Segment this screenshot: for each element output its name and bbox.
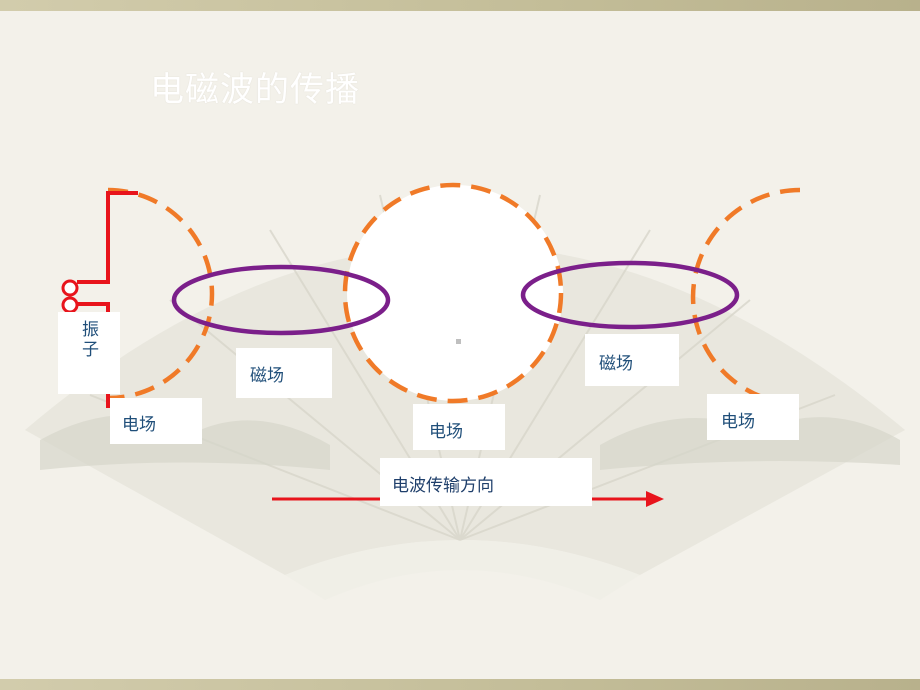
electric-field-label-3: 电场 [721, 412, 755, 432]
magnetic-field-label-2: 磁场 [599, 354, 633, 374]
direction-label-box: 电波传输方向 [380, 458, 592, 506]
center-field-disc [347, 185, 563, 401]
electric-field-label-1: 电场 [122, 415, 156, 435]
magnetic-field-loop-1 [171, 264, 391, 336]
electric-field-label-2: 电场 [429, 422, 463, 442]
magnetic-field-loop-2 [520, 260, 740, 330]
bottom-decorative-stripe [0, 679, 920, 690]
center-mark [456, 339, 461, 344]
electric-field-label-box-1: 电场 [110, 398, 202, 444]
electric-field-loop-3 [690, 187, 801, 407]
magnetic-field-label-box-2: 磁场 [585, 334, 679, 386]
top-decorative-stripe [0, 0, 920, 11]
electric-field-label-box-3: 电场 [707, 394, 799, 440]
magnetic-field-label-box-1: 磁场 [236, 348, 332, 398]
electric-field-loop-1 [107, 187, 215, 401]
magnetic-field-label-1: 磁场 [250, 366, 284, 386]
direction-label: 电波传输方向 [392, 476, 494, 496]
oscillator-label: 振子 [82, 320, 99, 360]
electric-field-label-box-2: 电场 [413, 404, 505, 450]
electric-field-loop-2 [342, 182, 564, 404]
oscillator-label-box: 振子 [58, 312, 120, 394]
page-title: 电磁波的传播 [150, 70, 360, 110]
